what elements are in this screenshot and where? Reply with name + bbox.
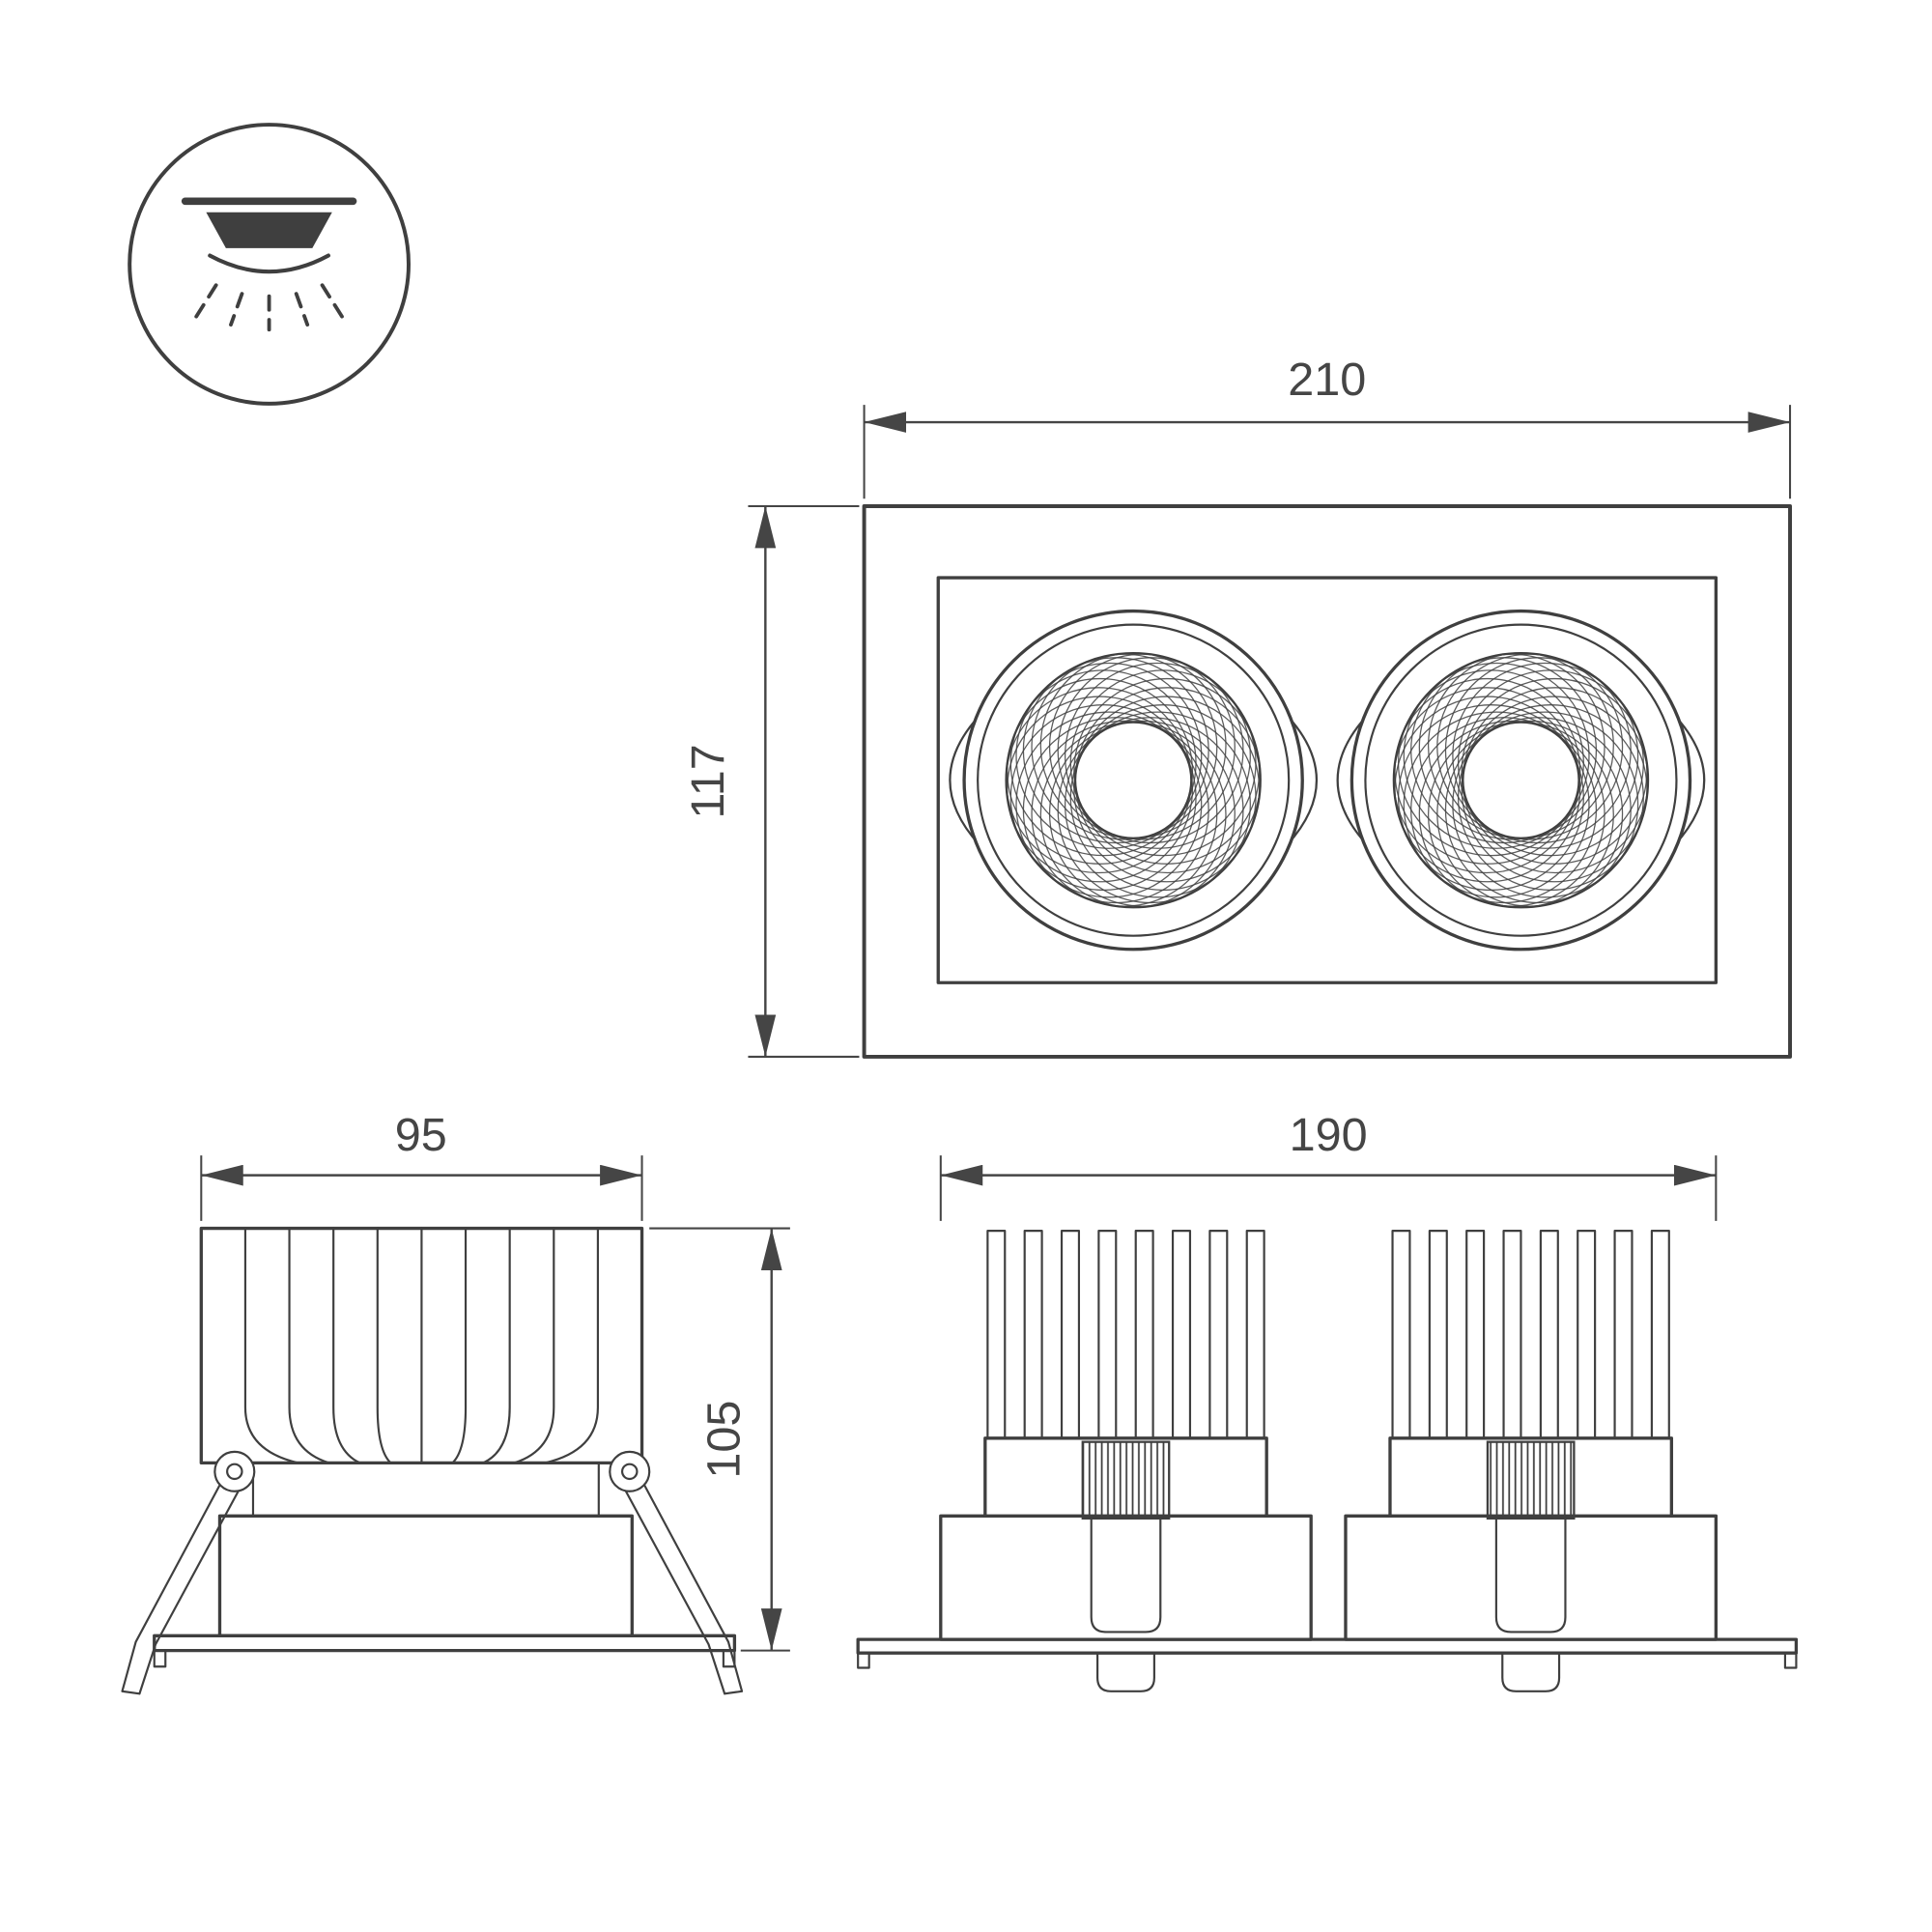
side-trim-flange (153, 1634, 737, 1668)
heatsink-fins-left (986, 1230, 1265, 1439)
dim-label-back-width: 190 (1290, 1109, 1368, 1161)
dim-label-side-height: 105 (697, 1401, 750, 1479)
dim-label-front-height: 117 (682, 744, 734, 818)
heatsink-block-right (1388, 1436, 1674, 1518)
side-heatsink (199, 1226, 644, 1518)
front-outer-frame (862, 503, 1793, 1059)
icon-light-arc (208, 253, 330, 274)
side-spring-clip-right (609, 1450, 744, 1695)
icon-circle (128, 123, 411, 406)
icon-lamp-body (206, 212, 332, 248)
icon-light-rays (193, 283, 346, 332)
recessed-downlight-icon (128, 123, 411, 406)
back-view (856, 1230, 1799, 1692)
dim-label-front-width: 210 (1288, 354, 1366, 406)
housing-right (1344, 1514, 1719, 1641)
back-trim-plate (856, 1637, 1799, 1669)
side-housing (217, 1514, 634, 1637)
housing-left (939, 1514, 1313, 1641)
clamp-spring-right (1486, 1440, 1576, 1520)
clamp-foot-left (1096, 1652, 1155, 1692)
lamp-right (1338, 611, 1705, 950)
dim-side-height: 105 (649, 1227, 790, 1652)
side-view (121, 1226, 744, 1695)
dim-label-side-width: 95 (395, 1109, 447, 1161)
front-view (862, 503, 1793, 1059)
side-spring-clip-left (121, 1450, 256, 1695)
lamp-left (950, 611, 1317, 950)
front-inner-frame (936, 576, 1719, 984)
heatsink-fins-right (1391, 1230, 1670, 1439)
clamp-spring-left (1081, 1440, 1171, 1520)
heatsink-block-left (983, 1436, 1268, 1518)
clamp-bracket-left (1090, 1517, 1162, 1634)
back-unit-left (939, 1230, 1313, 1692)
dim-front-height: 117 (682, 504, 860, 1058)
dim-front-width: 210 (863, 354, 1792, 499)
back-unit-right (1344, 1230, 1719, 1692)
clamp-bracket-right (1494, 1517, 1567, 1634)
dim-side-width: 95 (200, 1109, 643, 1221)
dim-back-width: 190 (939, 1109, 1718, 1221)
clamp-foot-right (1501, 1652, 1561, 1692)
